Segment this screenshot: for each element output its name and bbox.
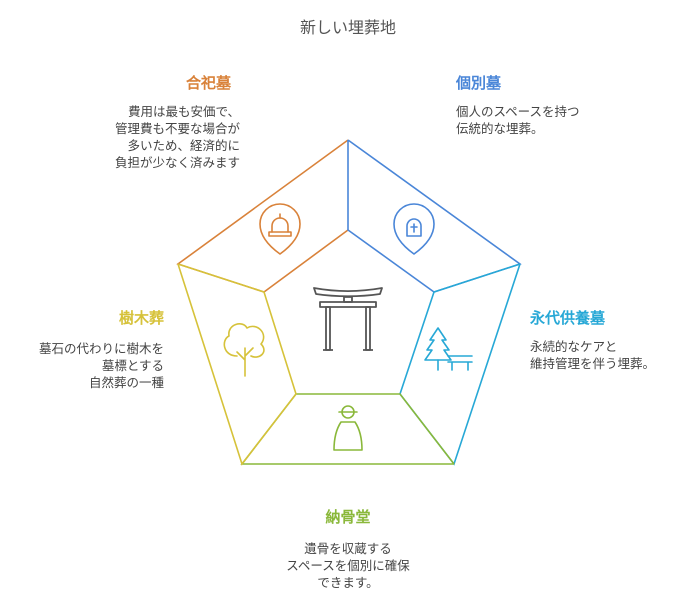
gassho-title: 合祀墓 [186, 74, 232, 92]
gravestone-icon [393, 203, 435, 255]
kobetsu-description: 個人のスペースを持つ 伝統的な埋葬。 [456, 104, 580, 136]
person-icon [333, 405, 363, 451]
tree-bench-icon [424, 327, 473, 371]
kobetsu-title: 個別墓 [456, 74, 502, 92]
noukotsu-title: 納骨堂 [325, 508, 371, 526]
gassho-description: 費用は最も安価で、 管理費も不要な場合が 多いため、経済的に 負担が少なく済みま… [114, 104, 240, 170]
jumoku-description: 墓石の代わりに樹木を 墓標とする 自然葬の一種 [38, 341, 164, 390]
segment-kobetsu-outline [347, 139, 522, 293]
segment-eitai-outline [399, 263, 521, 466]
jumoku-title: 樹木葬 [118, 309, 164, 327]
bell-icon [259, 203, 301, 255]
tree-icon [223, 323, 265, 377]
segment-noukotsu [240, 393, 455, 465]
segment-kobetsu [347, 139, 522, 293]
page-title: 新しい埋葬地 [299, 18, 396, 37]
segment-jumoku-outline [177, 263, 297, 466]
segment-jumoku [177, 263, 297, 466]
segment-noukotsu-outline [240, 393, 455, 465]
eitai-description: 永続的なケアと 維持管理を伴う埋葬。 [530, 339, 656, 371]
segment-eitai [399, 263, 521, 466]
eitai-title: 永代供養墓 [530, 309, 606, 327]
noukotsu-description: 遺骨を収蔵する スペースを個別に確保 できます。 [286, 541, 410, 590]
torii-gate-icon [313, 287, 383, 351]
